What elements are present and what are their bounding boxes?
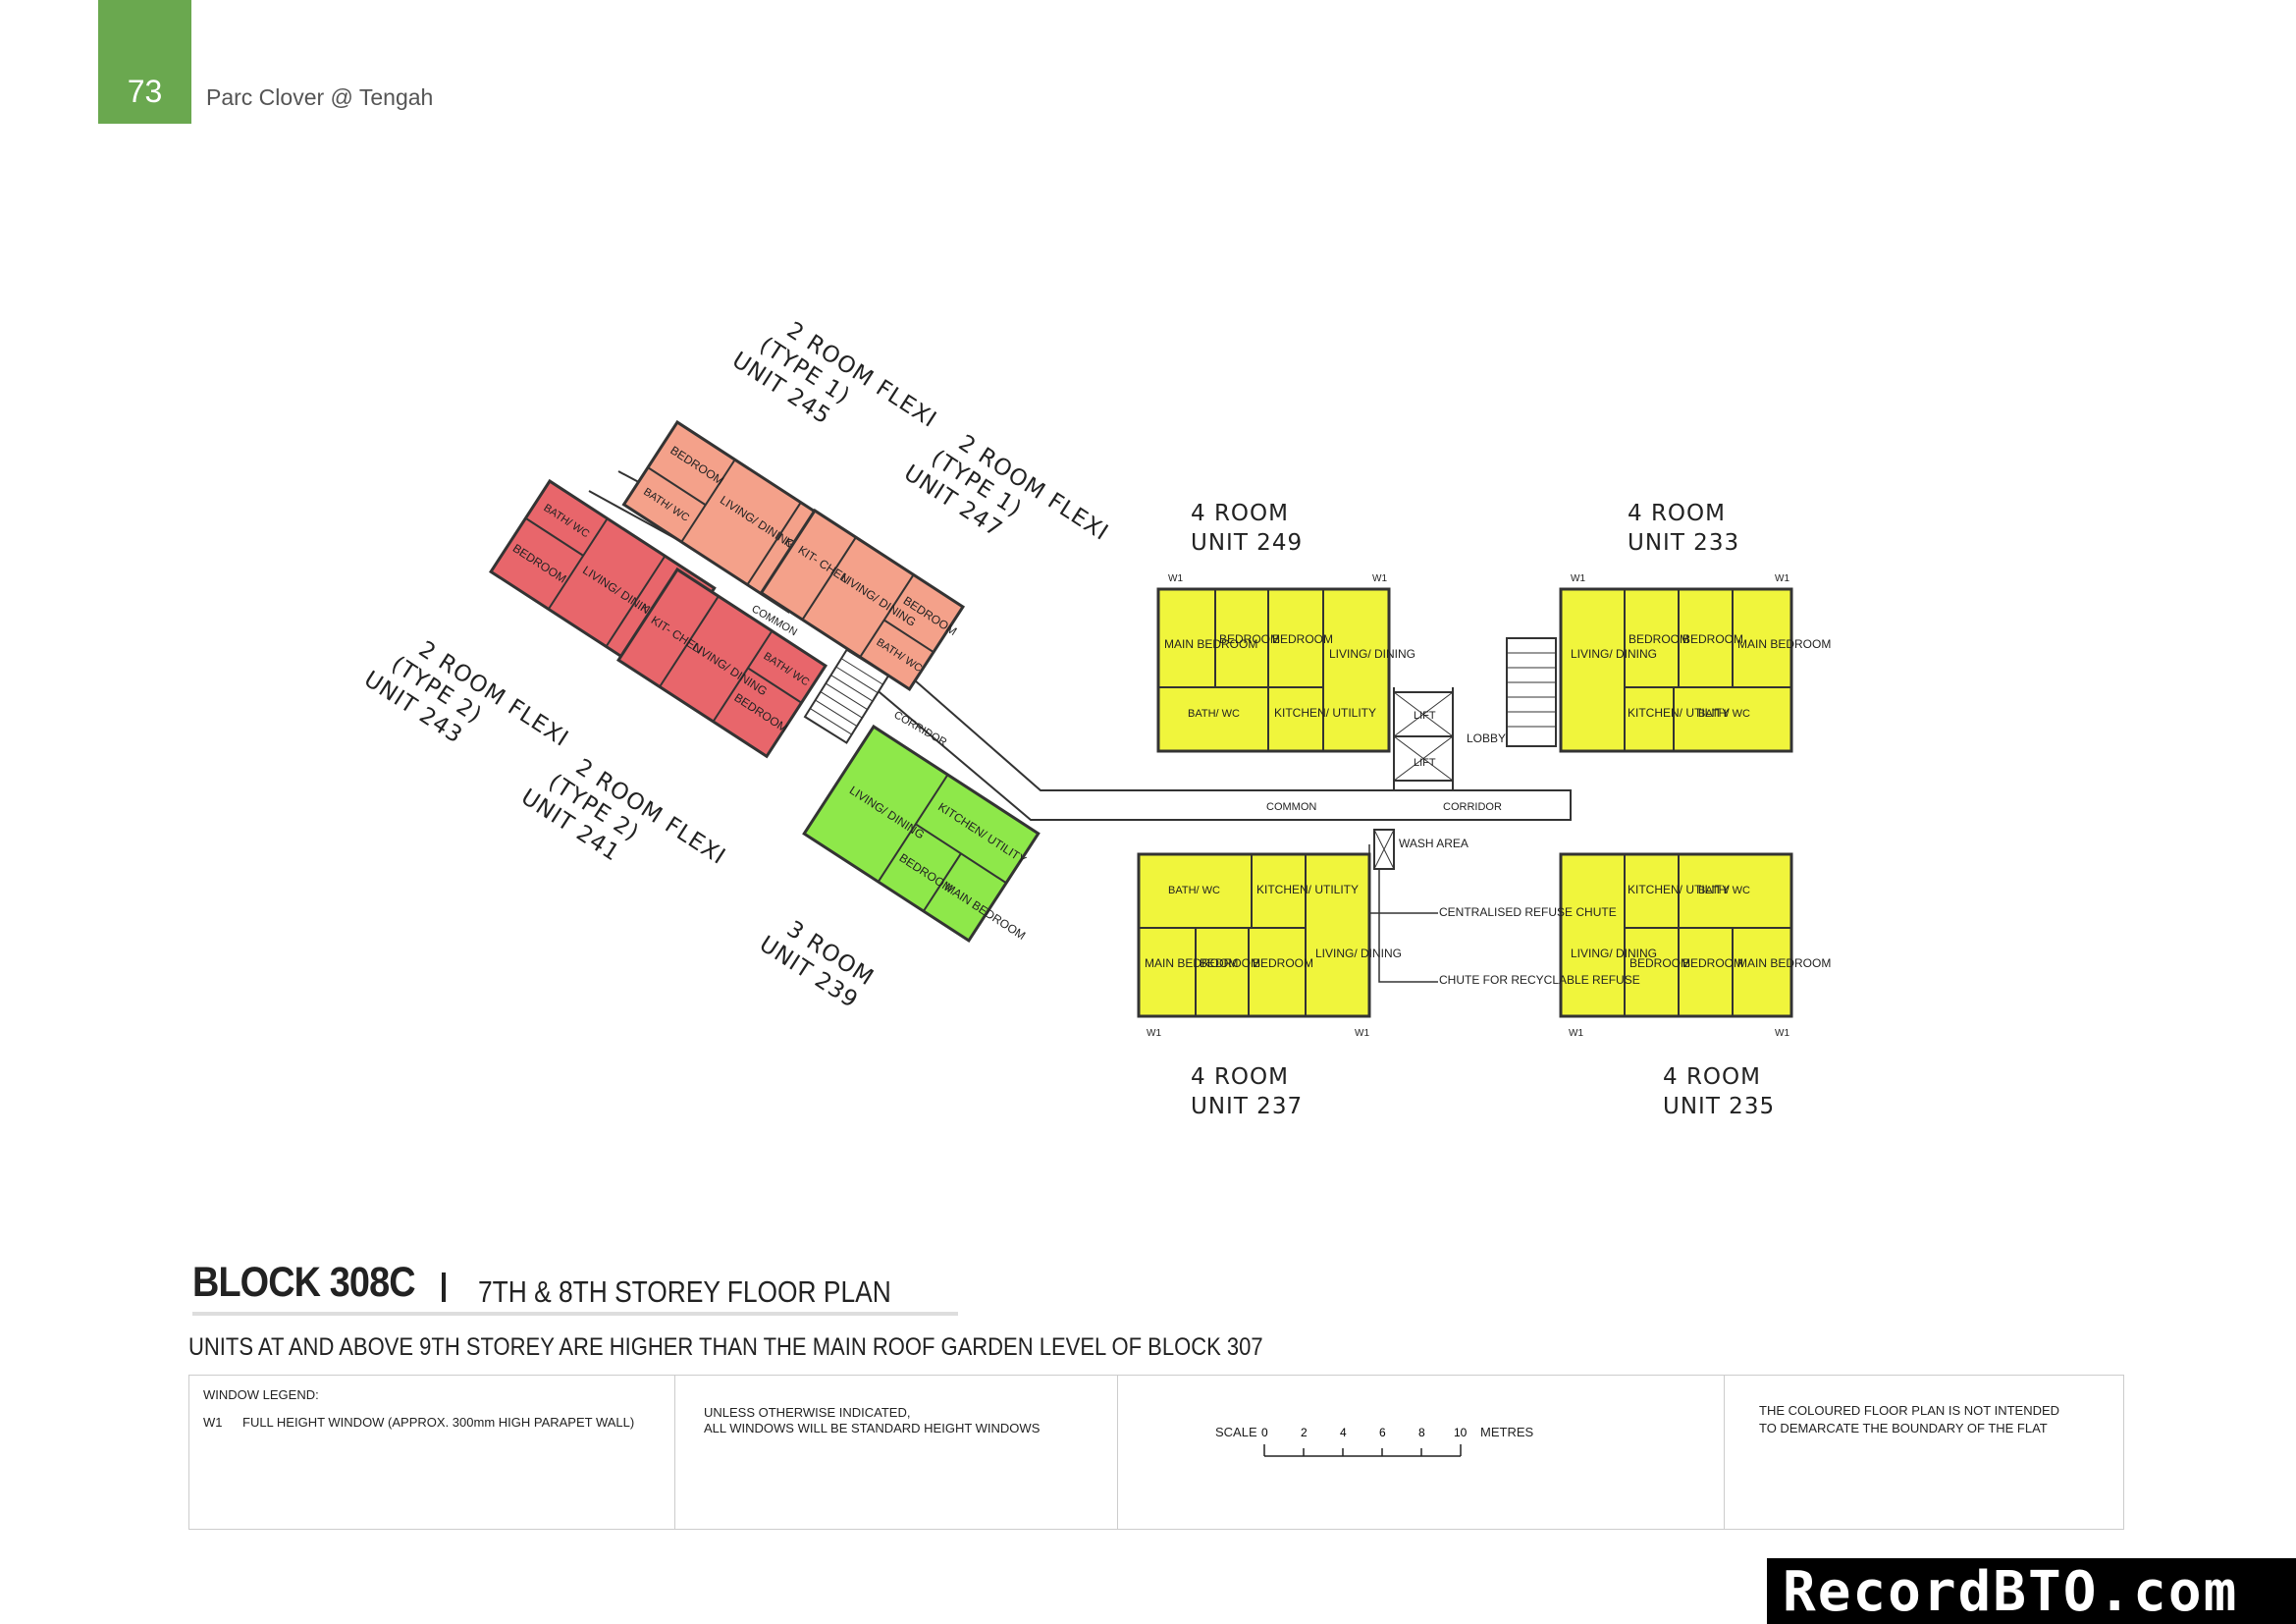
standard-window-cell: UNLESS OTHERWISE INDICATED, ALL WINDOWS …	[674, 1376, 1118, 1529]
caption-unit-249-l2: UNIT 249	[1191, 530, 1303, 556]
scale-tick-label: 0	[1261, 1426, 1268, 1439]
scale-tick-label: 10	[1454, 1426, 1468, 1439]
window-tag: W1	[1775, 1028, 1789, 1039]
lift-label-1: LIFT	[1414, 710, 1436, 722]
scale-tick-label: 2	[1301, 1426, 1308, 1439]
unit-249-plan: MAIN BEDROOM BEDROOM BEDROOM LIVING/ DIN…	[1156, 573, 1415, 753]
room-bedroom: BEDROOM	[1629, 956, 1690, 970]
page-number-tab: 73	[98, 0, 191, 124]
caption-unit-235-l2: UNIT 235	[1663, 1094, 1775, 1119]
room-living-dining: LIVING/ DINING	[1329, 647, 1415, 661]
wash-area: WASH AREA	[1373, 829, 1468, 870]
room-kitchen-utility: KITCHEN/ UTILITY	[1256, 883, 1359, 896]
room-bedroom: BEDROOM	[1272, 632, 1333, 646]
scale-tick-label: 6	[1379, 1426, 1386, 1439]
room-main-bedroom: MAIN BEDROOM	[1164, 637, 1257, 651]
caption-unit-249-l1: 4 ROOM	[1191, 501, 1289, 526]
scale-cell: SCALE 0 2 4 6 8 10 METRES	[1117, 1376, 1725, 1529]
room-living-dining: LIVING/ DINING	[1571, 647, 1657, 661]
caption-unit-233-l1: 4 ROOM	[1628, 501, 1726, 526]
window-tag: W1	[1147, 1028, 1161, 1039]
refuse-chute-callouts	[1368, 844, 1438, 983]
caption-unit-237-l1: 4 ROOM	[1191, 1064, 1289, 1090]
recyclable-chute-label: CHUTE FOR RECYCLABLE REFUSE	[1439, 973, 1640, 987]
title-underline	[192, 1312, 958, 1316]
window-legend-heading: WINDOW LEGEND:	[203, 1387, 319, 1402]
legend-box: WINDOW LEGEND: W1 FULL HEIGHT WINDOW (AP…	[188, 1375, 2124, 1530]
corridor-label: CORRIDOR	[1443, 801, 1502, 813]
unit-235-plan: KITCHEN/ UTILITY BATH/ WC LIVING/ DINING…	[1559, 852, 1831, 1039]
room-living-dining: LIVING/ DINING	[1315, 947, 1402, 960]
caption-unit-233-l2: UNIT 233	[1628, 530, 1739, 556]
caption-unit-241: 2 ROOM FLEXI (TYPE 2) UNIT 241	[516, 754, 730, 870]
wash-area-label: WASH AREA	[1399, 837, 1468, 850]
room-bath-wc: BATH/ WC	[1698, 708, 1750, 720]
room-bedroom: BEDROOM	[1629, 632, 1689, 646]
scale-label: SCALE	[1215, 1425, 1257, 1439]
room-kitchen-utility: KITCHEN/ UTILITY	[1628, 883, 1730, 896]
room-bath-wc: BATH/ WC	[1188, 708, 1240, 720]
unit-247-plan: KIT- CHEN LIVING/ DINING BEDROOM BATH/ W…	[759, 508, 966, 691]
disclaimer-line-1: THE COLOURED FLOOR PLAN IS NOT INTENDED	[1759, 1403, 2060, 1418]
page-number: 73	[127, 74, 163, 109]
room-bedroom: BEDROOM	[1253, 956, 1313, 970]
caption-unit-235-l1: 4 ROOM	[1663, 1064, 1761, 1090]
room-kitchen-utility: KITCHEN/ UTILITY	[1628, 706, 1730, 720]
scale-tick-label: 4	[1340, 1426, 1347, 1439]
caption-unit-247: 2 ROOM FLEXI (TYPE 1) UNIT 247	[899, 430, 1113, 546]
common-label: COMMON	[1266, 801, 1316, 813]
room-kitchen-utility: KITCHEN/ UTILITY	[1274, 706, 1376, 720]
window-tag: W1	[1355, 1028, 1369, 1039]
window-legend-description: FULL HEIGHT WINDOW (APPROX. 300mm HIGH P…	[242, 1415, 635, 1430]
window-legend-code: W1	[203, 1415, 223, 1430]
room-main-bedroom: MAIN BEDROOM	[1737, 956, 1831, 970]
room-living-dining: LIVING/ DINING	[1571, 947, 1657, 960]
window-tag: W1	[1168, 573, 1183, 584]
lobby-label: LOBBY	[1467, 731, 1506, 745]
window-tag: W1	[1775, 573, 1789, 584]
watermark-text: RecordBTO.com	[1783, 1560, 2239, 1624]
caption-unit-243: 2 ROOM FLEXI (TYPE 2) UNIT 243	[359, 636, 573, 752]
caption-unit-239: 3 ROOM UNIT 239	[755, 916, 879, 1013]
room-bedroom: BEDROOM	[1200, 956, 1260, 970]
title-separator	[442, 1272, 446, 1302]
room-main-bedroom: MAIN BEDROOM	[1145, 956, 1238, 970]
room-bath-wc: BATH/ WC	[1698, 885, 1750, 896]
lift-core: LIFT LIFT LOBBY	[1393, 691, 1506, 782]
watermark-banner: RecordBTO.com	[1767, 1558, 2296, 1624]
caption-unit-237-l2: UNIT 237	[1191, 1094, 1303, 1119]
room-main-bedroom: MAIN BEDROOM	[1737, 637, 1831, 651]
window-tag: W1	[1571, 573, 1585, 584]
room-bedroom: BEDROOM	[1682, 632, 1743, 646]
standard-window-line-1: UNLESS OTHERWISE INDICATED,	[704, 1405, 911, 1420]
lift-label-2: LIFT	[1414, 757, 1436, 769]
unit-237-plan: BATH/ WC KITCHEN/ UTILITY MAIN BEDROOM B…	[1137, 852, 1402, 1039]
scale-unit: METRES	[1480, 1425, 1534, 1439]
scale-tick-label: 8	[1418, 1426, 1425, 1439]
scale-bar: 0 2 4 6 8 10	[1261, 1426, 1468, 1457]
room-bedroom: BEDROOM	[1219, 632, 1280, 646]
disclaimer-cell: THE COLOURED FLOOR PLAN IS NOT INTENDED …	[1724, 1376, 2122, 1529]
document-title: Parc Clover @ Tengah	[206, 84, 434, 110]
room-bedroom: BEDROOM	[1682, 956, 1743, 970]
unit-241-plan: KIT- CHEN LIVING/ DINING BATH/ WC BEDROO…	[616, 567, 828, 759]
block-subtitle: 7TH & 8TH STOREY FLOOR PLAN	[478, 1274, 891, 1309]
window-tag: W1	[1569, 1028, 1583, 1039]
block-title: BLOCK 308C	[192, 1259, 416, 1306]
unit-239-plan: LIVING/ DINING KITCHEN/ UTILITY BEDROOM …	[802, 724, 1041, 944]
refuse-chute-label: CENTRALISED REFUSE CHUTE	[1439, 905, 1617, 919]
disclaimer-line-2: TO DEMARCATE THE BOUNDARY OF THE FLAT	[1759, 1421, 2048, 1435]
unit-233-plan: LIVING/ DINING BEDROOM BEDROOM MAIN BEDR…	[1559, 573, 1831, 753]
window-legend-cell: WINDOW LEGEND: W1 FULL HEIGHT WINDOW (AP…	[189, 1376, 675, 1529]
standard-window-line-2: ALL WINDOWS WILL BE STANDARD HEIGHT WIND…	[704, 1421, 1041, 1435]
room-bath-wc: BATH/ WC	[1168, 885, 1220, 896]
storey-note: UNITS AT AND ABOVE 9TH STOREY ARE HIGHER…	[188, 1333, 1263, 1361]
window-tag: W1	[1372, 573, 1387, 584]
staircase-east	[1506, 637, 1557, 747]
caption-unit-245: 2 ROOM FLEXI (TYPE 1) UNIT 245	[727, 317, 941, 433]
